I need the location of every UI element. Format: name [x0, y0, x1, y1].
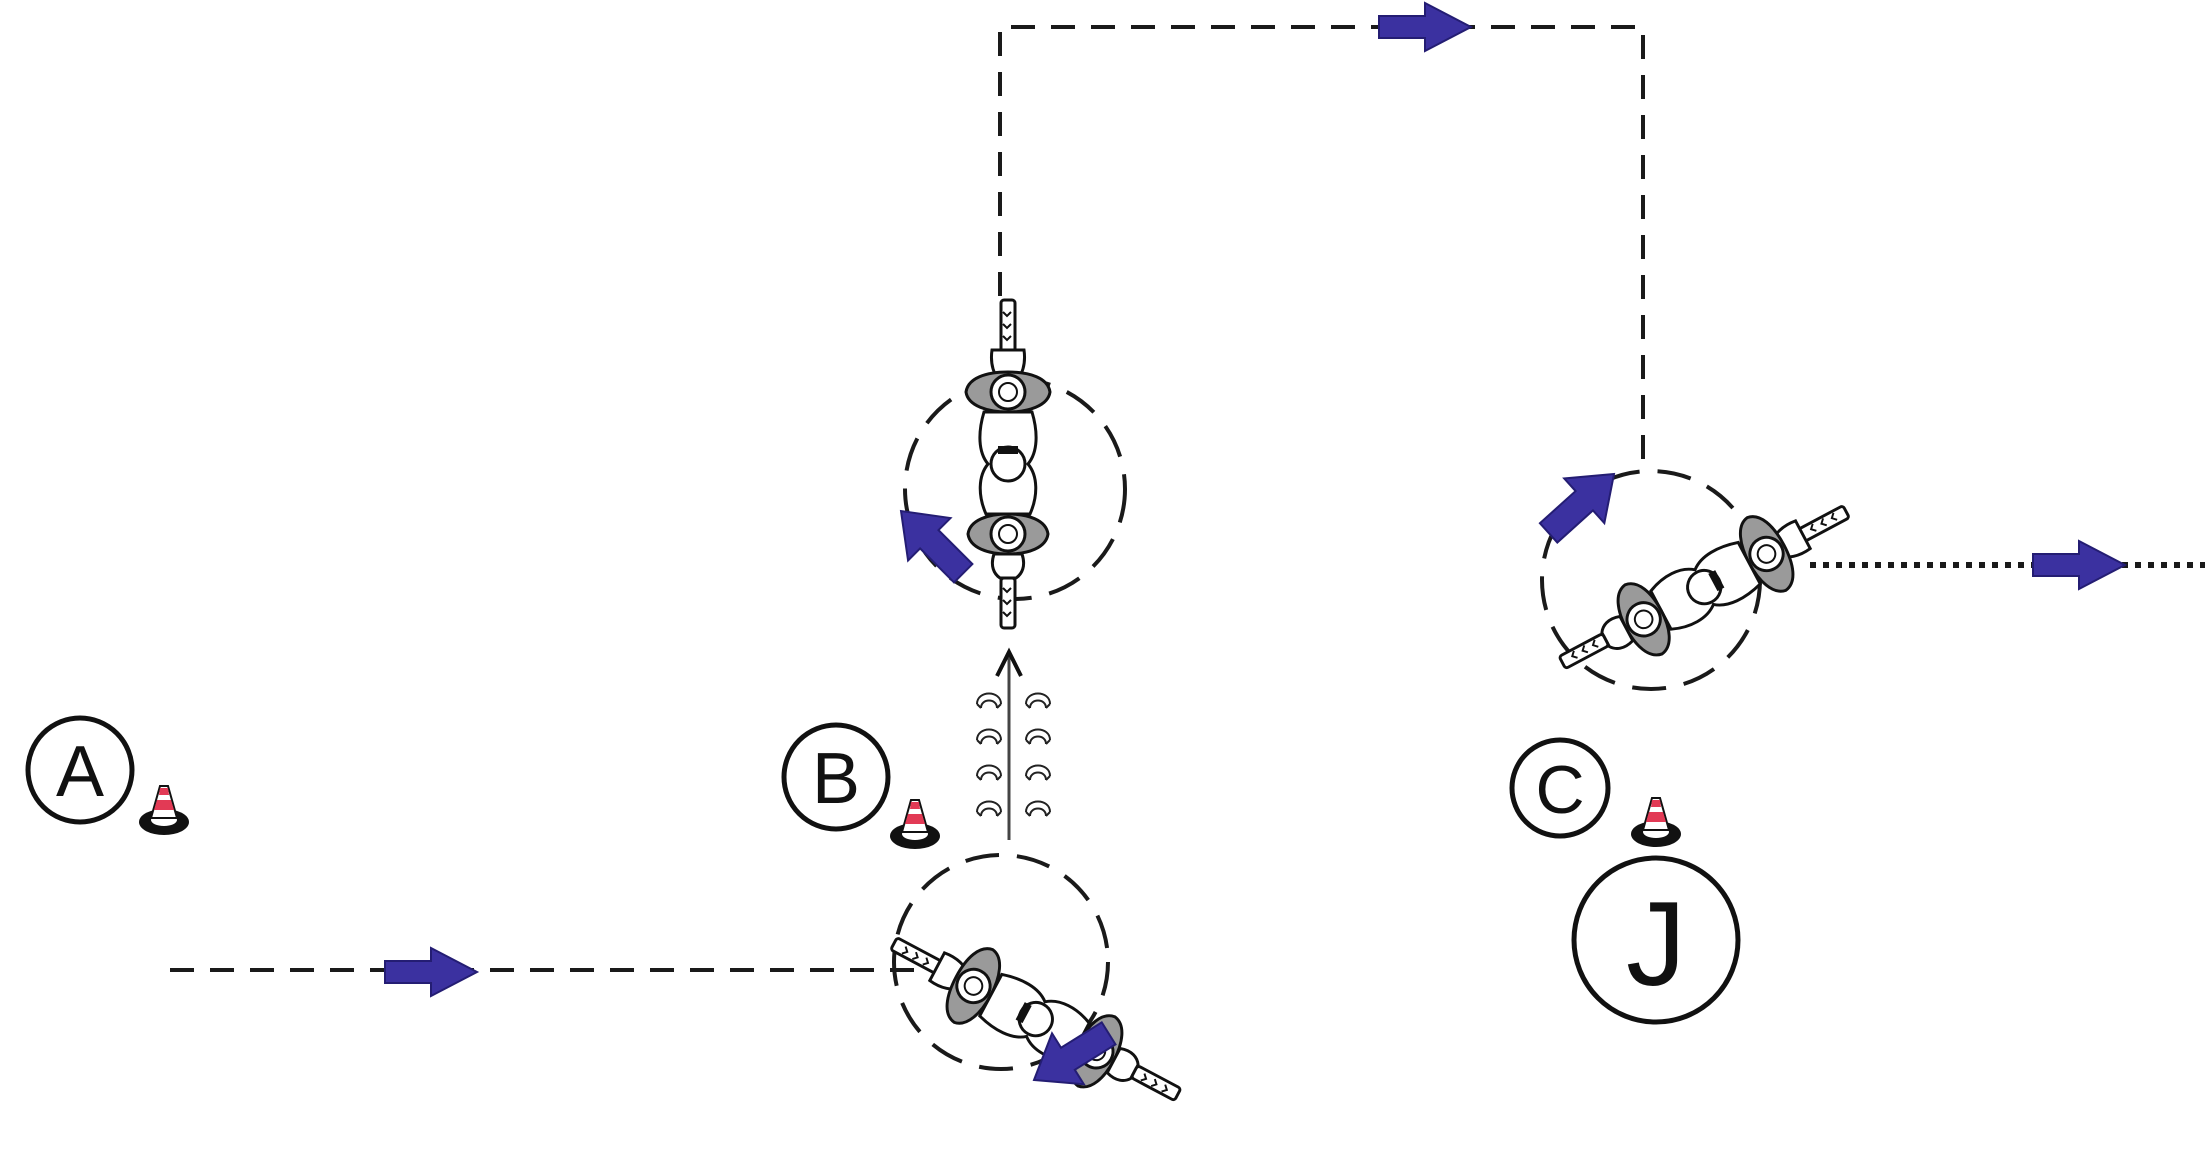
exit-path-upper	[998, 25, 1645, 460]
marker-c: C	[1509, 737, 1611, 839]
marker-a: A	[25, 715, 135, 825]
traffic-cone-icon	[889, 799, 941, 850]
figure-label-circle	[1571, 855, 1741, 1025]
motorcycle-icon	[873, 905, 1199, 1133]
footprint-icon	[1025, 800, 1051, 817]
footprint-icon	[976, 800, 1002, 817]
figure-label-j: J	[1571, 855, 1741, 1025]
footprint-icon	[1025, 728, 1051, 745]
marker-label: B	[812, 739, 860, 819]
footprint-trail	[976, 647, 1051, 840]
traffic-cone-icon	[138, 785, 190, 836]
direction-arrow-icon	[1527, 450, 1636, 557]
direction-arrow-icon	[878, 488, 986, 596]
marker-label: A	[56, 732, 104, 812]
footprint-icon	[1025, 692, 1051, 709]
footprint-icon	[976, 728, 1002, 745]
footprint-icon	[976, 692, 1002, 709]
footprint-icon	[1025, 764, 1051, 781]
trail-arrowhead-icon	[995, 647, 1023, 677]
turn-circle-bottom	[892, 853, 1110, 1071]
figure-label-text: J	[1626, 877, 1686, 1011]
motorcycle-icon	[964, 298, 1052, 630]
marker-b: B	[781, 722, 891, 832]
marker-circle	[781, 722, 891, 832]
direction-arrow-icon	[2032, 540, 2126, 590]
marker-label: C	[1535, 752, 1584, 828]
direction-arrow-icon	[384, 947, 478, 997]
footprint-icon	[976, 764, 1002, 781]
direction-arrow-icon	[1378, 2, 1472, 52]
traffic-cone-icon	[1630, 797, 1682, 848]
marker-circle	[25, 715, 135, 825]
marker-circle	[1509, 737, 1611, 839]
